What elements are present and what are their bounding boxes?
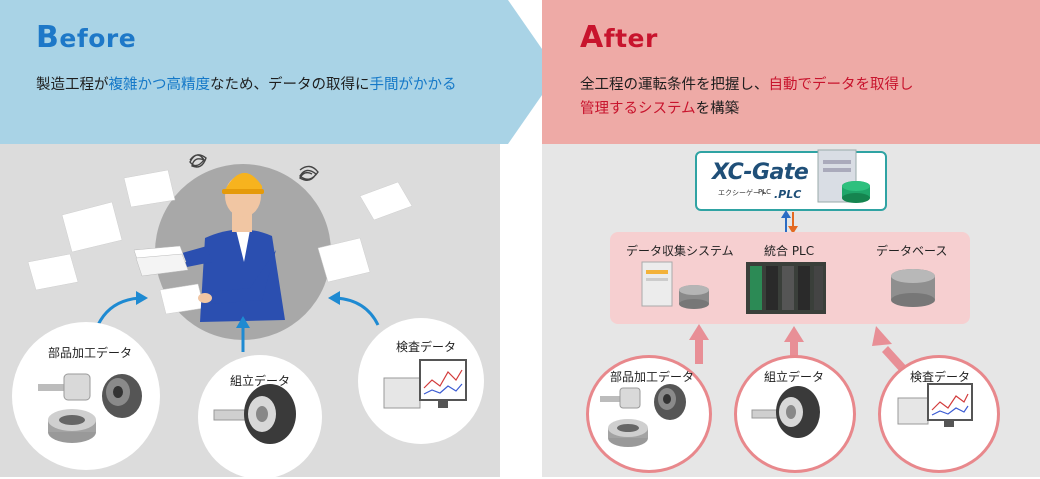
- system-label-plc: 統合 PLC: [764, 244, 815, 258]
- before-desc-part: 製造工程が: [36, 77, 109, 93]
- gear-shaft-icon: [38, 373, 91, 401]
- after-title: After: [580, 20, 658, 55]
- before-label-assembly: 組立データ: [230, 374, 291, 388]
- after-desc-highlight: 管理するシステム: [580, 101, 696, 117]
- after-label-inspection: 検査データ: [910, 370, 971, 384]
- plc-rack-icon: [746, 262, 826, 314]
- data-collection-server-icon: [641, 261, 709, 309]
- scattered-papers-icon: [27, 169, 413, 315]
- cylinder-part-icon: [102, 374, 142, 418]
- after-desc-part: 全工程の運転条件を把握し、: [580, 77, 769, 93]
- system-label-database: データベース: [876, 244, 948, 258]
- motor-assembly-icon: [751, 386, 820, 438]
- inspection-monitor-icon: [383, 359, 467, 409]
- before-desc-highlight: 複雑かつ高精度: [108, 77, 211, 93]
- server-database-icon: [817, 149, 870, 203]
- worker-figure-icon: [133, 172, 285, 322]
- after-label-parts: 部品加工データ: [610, 370, 695, 384]
- system-label-collection: データ収集システム: [626, 244, 734, 258]
- logo-kana: エクシーゲート: [718, 189, 767, 197]
- logo-main: XC-Gate: [712, 160, 809, 185]
- after-circle-parts: [586, 355, 712, 473]
- arrowheads: [136, 291, 340, 328]
- after-header-panel: [542, 0, 1040, 144]
- bearing-icon: [608, 419, 648, 447]
- sync-arrows-icon: [781, 210, 798, 234]
- before-desc-highlight: 手間がかかる: [369, 77, 457, 93]
- after-desc-part: を構築: [695, 101, 740, 117]
- before-description: 製造工程が複雑かつ高精度なため、データの取得に手間がかかる: [36, 73, 457, 97]
- before-label-parts: 部品加工データ: [48, 346, 133, 360]
- before-title: Before: [36, 20, 137, 55]
- before-desc-part: なため、データの取得に: [210, 77, 370, 93]
- after-label-assembly: 組立データ: [764, 370, 825, 384]
- cylinder-part-icon: [654, 384, 686, 420]
- after-desc-highlight: 自動でデータを取得し: [768, 77, 914, 93]
- database-icon: [891, 269, 935, 307]
- logo-plc-small: PLC: [758, 188, 772, 196]
- stress-scribble-icon: [189, 154, 319, 181]
- blue-arrow-icon: [96, 296, 380, 352]
- after-description: 全工程の運転条件を把握し、自動でデータを取得し 管理するシステムを構築: [580, 73, 914, 121]
- gear-shaft-icon: [600, 387, 641, 409]
- motor-assembly-icon: [213, 384, 296, 444]
- inspection-monitor-icon: [897, 383, 973, 427]
- before-label-inspection: 検査データ: [396, 340, 457, 354]
- before-header-arrow: [0, 0, 558, 144]
- bearing-icon: [48, 409, 96, 443]
- logo-plc: .PLC: [774, 188, 802, 201]
